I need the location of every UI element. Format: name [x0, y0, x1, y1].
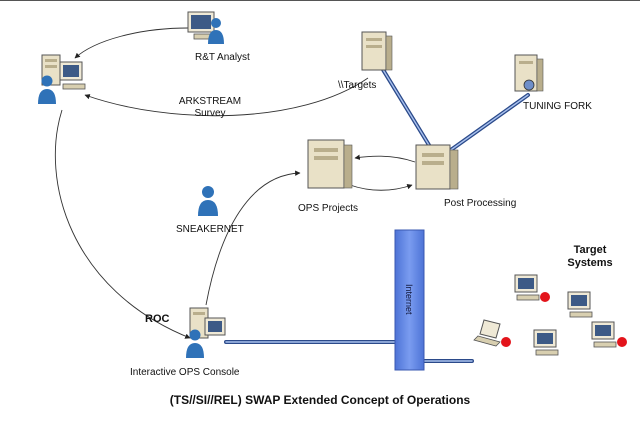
arrow-post-to-ops — [354, 154, 416, 163]
arrow-console-to-ops-projects — [205, 170, 301, 306]
console-person-icon — [186, 329, 204, 358]
label-internet: Internet — [404, 284, 414, 315]
workstation-person-icon — [38, 75, 56, 104]
arrow-analyst-to-workstation — [74, 27, 189, 59]
ops-projects-server-icon — [307, 139, 353, 189]
top-border — [0, 0, 640, 1]
diagram-title: (TS//SI//REL) SWAP Extended Concept of O… — [169, 393, 471, 407]
label-sneakernet: SNEAKERNET — [176, 224, 244, 235]
label-rt-analyst: R&T Analyst — [195, 52, 250, 63]
target-computer-icon — [514, 274, 550, 302]
arrow-arkstream-survey — [84, 77, 369, 117]
label-interactive-ops-console: Interactive OPS Console — [130, 367, 240, 378]
label-post-processing: Post Processing — [444, 198, 517, 209]
post-processing-server-icon — [415, 144, 459, 190]
console-computer-icon — [204, 317, 226, 336]
tuning-fork-server-icon — [514, 54, 544, 92]
rt-analyst-computer-icon — [187, 11, 215, 40]
arrow-ops-to-post — [349, 184, 413, 191]
internet-bar — [394, 229, 425, 371]
target-computer-icon — [591, 321, 627, 348]
label-targets: \\Targets — [338, 80, 377, 91]
label-roc: ROC — [145, 313, 170, 325]
target-laptop-icon — [473, 319, 511, 347]
label-tuning-fork: TUNING FORK — [523, 101, 592, 112]
target-computer-icon — [567, 291, 593, 318]
workstation-computer-icon — [59, 61, 86, 90]
targets-server-icon — [361, 31, 393, 71]
label-arkstream-survey: ARKSTREAM Survey — [178, 96, 242, 119]
target-computer-icon — [533, 329, 559, 356]
rt-analyst-person-icon — [208, 18, 224, 44]
sneakernet-person-icon — [198, 186, 218, 216]
label-ops-projects: OPS Projects — [298, 203, 359, 214]
label-target-systems: Target Systems — [567, 244, 613, 269]
arrow-workstation-to-roc — [55, 109, 191, 339]
